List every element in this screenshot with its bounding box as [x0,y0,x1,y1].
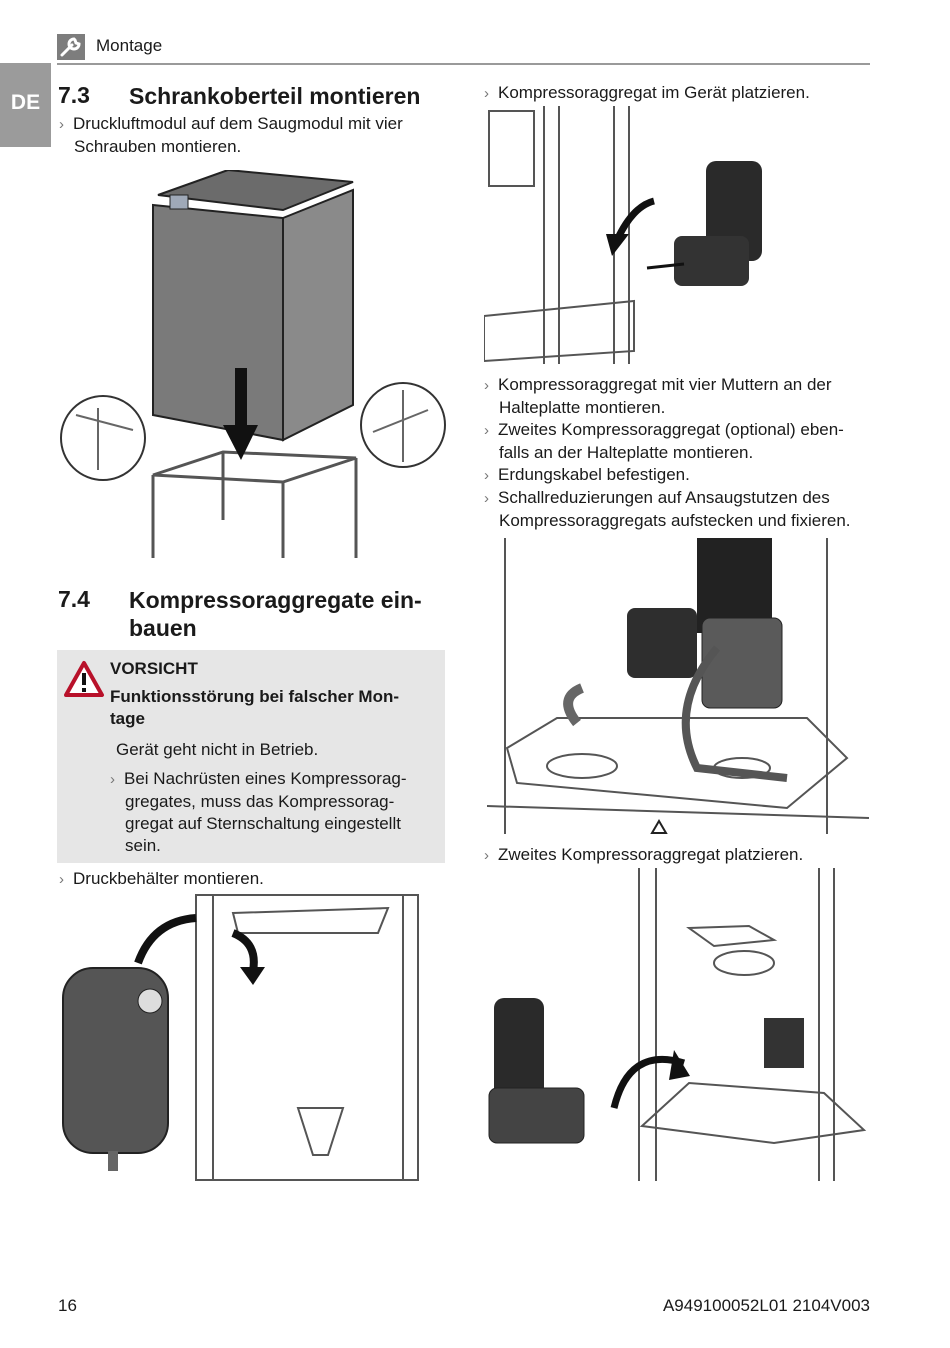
document-id: A949100052L01 2104V003 [662,1296,870,1315]
chevron-right-icon: › [484,377,489,394]
step-list-montieren: ›Kompressoraggregat mit vier Muttern an … [484,375,851,530]
chevron-right-icon: › [484,85,489,102]
illustration-pressure-tank [58,893,420,1183]
warning-consequence: Gerät geht nicht in Betrieb. [116,740,319,759]
illustration-compressor-mounted [487,538,869,834]
chevron-right-icon: › [484,422,489,439]
wrench-icon [57,34,85,60]
chevron-right-icon: › [110,771,115,788]
illustration-second-compressor [484,868,870,1181]
warning-box [57,650,445,863]
warning-action: ›Bei Nachrüsten eines Kompressorag- greg… [110,769,407,855]
section-7-4-title: Kompressoraggregate ein-bauen [129,587,422,641]
step-platzieren: ›Kompressoraggregat im Gerät platzieren. [484,82,810,105]
warning-triangle-icon [63,660,105,698]
warning-level: VORSICHT [110,659,198,678]
header-divider [57,63,870,65]
language-tab: DE [0,63,51,147]
chevron-right-icon: › [484,490,489,507]
chevron-right-icon: › [59,871,64,888]
illustration-compressor-place [484,106,774,364]
step-druckluftmodul: ›Druckluftmodul auf dem Saugmodul mit vi… [59,114,403,156]
section-7-3-title: Schrankoberteil montieren [129,83,421,109]
illustration-cabinet-top [58,170,446,560]
header-section: Montage [96,36,163,55]
chevron-right-icon: › [484,467,489,484]
step-druckbehaelter: ›Druckbehälter montieren. [59,868,264,891]
page-number: 16 [58,1296,77,1315]
warning-heading: Funktionsstörung bei falscher Mon-tage [110,687,400,728]
chevron-right-icon: › [59,116,64,133]
chevron-right-icon: › [484,847,489,864]
section-7-4-number: 7.4 [58,586,90,612]
step-zweites-platzieren: ›Zweites Kompressoraggregat platzieren. [484,844,803,867]
section-7-3-number: 7.3 [58,82,90,108]
